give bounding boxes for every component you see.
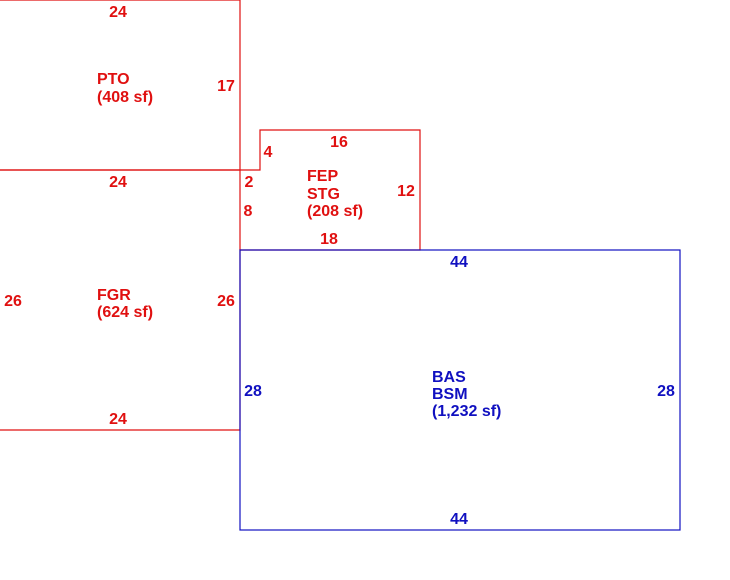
- bas-bottom-dimension: 44: [450, 511, 468, 528]
- fep-code2-label: STG: [307, 186, 340, 203]
- fep-left-lower-dimension: 8: [244, 203, 253, 220]
- bas-area-label: (1,232 sf): [432, 403, 501, 420]
- fgr-right-dimension: 26: [217, 293, 235, 310]
- pto-right-dimension: 17: [217, 78, 235, 95]
- fgr-left-dimension: 26: [4, 293, 22, 310]
- bas-right-dimension: 28: [657, 383, 675, 400]
- fep-area-label: (208 sf): [307, 203, 363, 220]
- fep-code-label: FEP: [307, 168, 338, 185]
- fep-right-dimension: 12: [397, 183, 415, 200]
- pto-code-label: PTO: [97, 71, 130, 88]
- fep-bottom-dimension: 18: [320, 231, 338, 248]
- pto-top-dimension: 24: [109, 4, 127, 21]
- bas-outline: [239, 249, 681, 531]
- fgr-outline: [0, 129, 421, 431]
- pto-bottom-dimension: 24: [109, 174, 127, 191]
- fgr-area-label: (624 sf): [97, 304, 153, 321]
- pto-area-label: (408 sf): [97, 89, 153, 106]
- fgr-code-label: FGR: [97, 287, 131, 304]
- fep-left-upper-dimension: 4: [264, 144, 273, 161]
- bas-left-dimension: 28: [244, 383, 262, 400]
- bas-code2-label: BSM: [432, 386, 468, 403]
- fep-notch-dimension: 2: [245, 174, 254, 191]
- bas-top-dimension: 44: [450, 254, 468, 271]
- bas-code-label: BAS: [432, 369, 466, 386]
- fgr-bottom-dimension: 24: [109, 411, 127, 428]
- fep-top-dimension: 16: [330, 134, 348, 151]
